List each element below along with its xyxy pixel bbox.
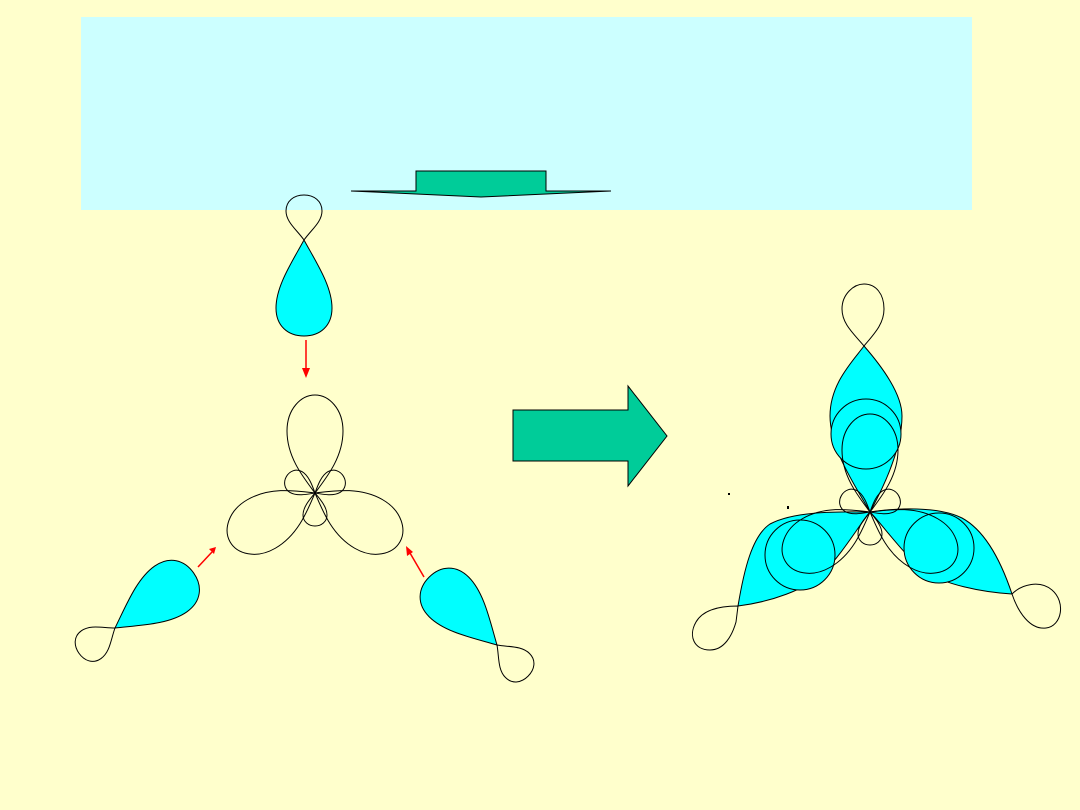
approach-arrow-left — [197, 547, 216, 568]
p-orbital-top — [275, 194, 333, 337]
p-orbital-bottom-right — [419, 567, 535, 683]
stray-dot — [787, 506, 789, 509]
approach-arrow-top — [302, 340, 310, 378]
approach-arrow-right — [406, 546, 425, 578]
central-atom-hybrid — [226, 394, 404, 555]
down-arrow-icon — [350, 170, 612, 198]
bond-lobe-right — [868, 508, 1061, 629]
bonded-molecule — [692, 283, 1061, 651]
p-orbital-bottom-left — [74, 559, 200, 662]
right-arrow-icon — [512, 384, 668, 488]
bond-lobe-top — [829, 283, 903, 514]
stray-dot — [728, 493, 730, 495]
